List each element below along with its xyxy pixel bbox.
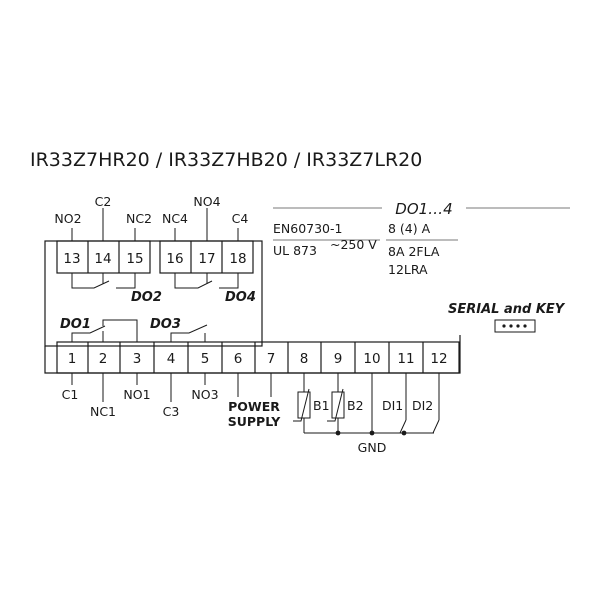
label-serial-key: SERIAL and KEY [448, 302, 566, 317]
label-do1-4: DO1…4 [395, 200, 452, 218]
relay-do4-contact [174, 273, 239, 289]
serial-key-connector [494, 319, 536, 333]
terminal-3: 3 [133, 351, 142, 367]
digital-input-di1 [399, 373, 407, 434]
label-do2: DO2 [131, 290, 162, 305]
label-no3: NO3 [191, 387, 218, 402]
model-title: IR33Z7HR20 / IR33Z7HB20 / IR33Z7LR20 [30, 149, 422, 171]
label-gnd: GND [358, 440, 387, 455]
label-nc4: NC4 [162, 211, 188, 226]
terminal-16: 16 [166, 251, 183, 267]
label-no2: NO2 [54, 211, 81, 226]
terminal-4: 4 [167, 351, 176, 367]
terminal-17: 17 [198, 251, 215, 267]
label-do1: DO1 [60, 317, 91, 332]
relay-do3-contact [170, 324, 208, 342]
relay-do2-contact [71, 273, 136, 289]
terminal-6: 6 [234, 351, 243, 367]
terminal-12: 12 [430, 351, 447, 367]
terminal-8: 8 [300, 351, 309, 367]
label-b1: B1 [313, 398, 330, 413]
terminal-7: 7 [267, 351, 276, 367]
terminal-18: 18 [229, 251, 246, 267]
label-supply: SUPPLY [228, 414, 281, 429]
label-do4: DO4 [225, 290, 256, 305]
terminal-5: 5 [201, 351, 210, 367]
terminal-2: 2 [99, 351, 108, 367]
terminal-9: 9 [334, 351, 343, 367]
terminal-1: 1 [68, 351, 77, 367]
terminal-11: 11 [397, 351, 414, 367]
gnd-bus [304, 373, 434, 436]
spec-rating-ul-lra: 12LRA [388, 262, 428, 277]
probe-b2 [327, 373, 345, 433]
label-power: POWER [228, 399, 280, 414]
relay-do1-contact [71, 319, 138, 342]
label-nc2: NC2 [126, 211, 152, 226]
terminal-10: 10 [363, 351, 380, 367]
spec-rating-en: 8 (4) A [388, 221, 431, 236]
terminal-14: 14 [94, 251, 111, 267]
spec-rating-ul-fla: 8A 2FLA [388, 244, 440, 259]
spec-standard-en: EN60730-1 [273, 221, 342, 236]
label-do3: DO3 [150, 317, 181, 332]
spec-standard-ul: UL 873 [273, 243, 317, 258]
spec-voltage: ~250 V [330, 237, 377, 252]
terminal-13: 13 [63, 251, 80, 267]
label-di1: DI1 [382, 398, 403, 413]
label-c4: C4 [232, 211, 249, 226]
label-c3: C3 [163, 404, 180, 419]
probe-b1 [293, 373, 311, 433]
digital-input-di2 [432, 373, 440, 434]
bottom-terminal-strip [56, 341, 460, 374]
label-no1: NO1 [123, 387, 150, 402]
label-nc1: NC1 [90, 404, 116, 419]
terminal-15: 15 [126, 251, 143, 267]
label-b2: B2 [347, 398, 364, 413]
label-di2: DI2 [412, 398, 433, 413]
label-c2: C2 [95, 194, 112, 209]
label-c1: C1 [62, 387, 79, 402]
label-no4: NO4 [193, 194, 220, 209]
